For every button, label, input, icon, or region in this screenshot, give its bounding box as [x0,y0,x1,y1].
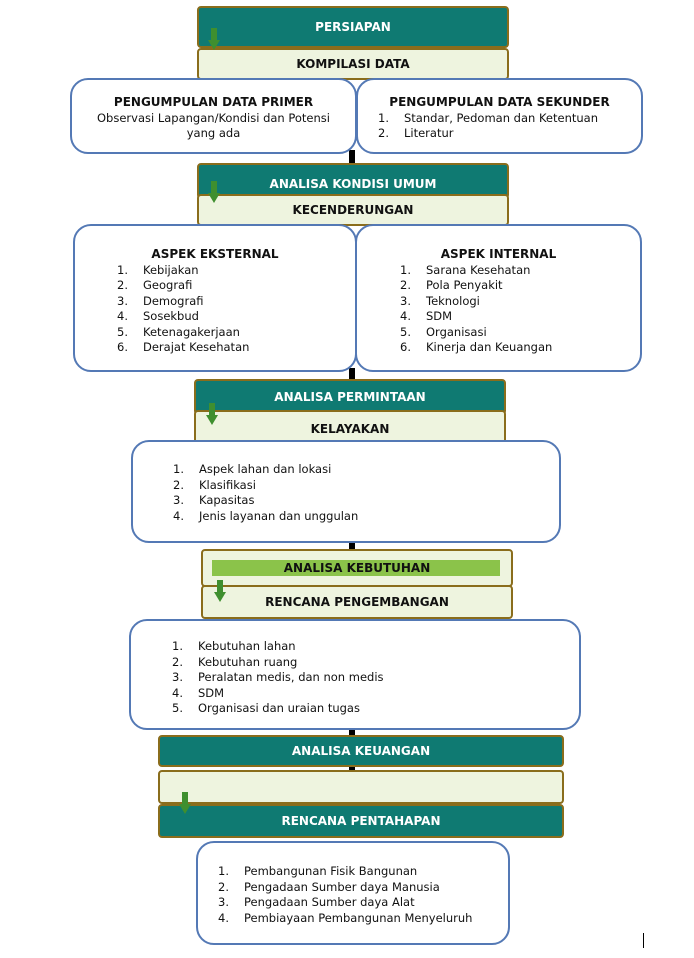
list-item: 1.Sarana Kesehatan [400,262,531,277]
list-item: 4.Pembiayaan Pembangunan Menyeluruh [218,910,473,925]
list-item: 1.Kebutuhan lahan [172,639,296,653]
flow-connector [349,538,355,554]
list-item: 3.Pengadaan Sumber daya Alat [218,895,415,909]
down-arrow-icon [179,792,191,814]
flow-connector [349,150,355,172]
down-arrow-icon [208,28,220,50]
list-item: 3.Kapasitas [173,493,255,507]
list-item: 4.SDM [172,685,225,700]
stage-title-analisa-permintaan: ANALISA PERMINTAAN [194,379,506,415]
flow-connector [349,762,355,774]
list-item: 3.Peralatan medis, dan non medis [172,670,384,684]
list-item: 2.Literatur [378,126,454,140]
sekunder-title: PENGUMPULAN DATA SEKUNDER [389,95,610,109]
stage-subtitle-rencana-pentahapan: RENCANA PENTAHAPAN [158,804,564,838]
rencana-pentahapan-box: 1.Pembangunan Fisik Bangunan 2.Pengadaan… [196,841,510,945]
list-item: 6.Derajat Kesehatan [117,340,250,354]
list-item: 5.Organisasi dan uraian tugas [172,701,360,715]
list-item: 4.SDM [400,309,453,323]
stage-subtitle-rencana-pengembangan: RENCANA PENGEMBANGAN [201,585,513,619]
primer-title: PENGUMPULAN DATA PRIMER [113,95,314,109]
aspek-eksternal-title: ASPEK EKSTERNAL [151,247,279,261]
sekunder-box: PENGUMPULAN DATA SEKUNDER 1.Standar, Ped… [356,78,643,154]
list-item: 5.Ketenagakerjaan [117,324,240,339]
stage-title-highlight [212,560,500,576]
flow-connector [349,368,355,384]
stage-title-analisa-kebutuhan: ANALISA KEBUTUHAN [283,561,431,575]
list-item: 1.Aspek lahan dan lokasi [173,462,332,476]
down-arrow-icon [214,580,226,602]
aspek-internal-box: ASPEK INTERNAL 1.Sarana Kesehatan 2.Pola… [355,224,642,372]
aspek-internal-title: ASPEK INTERNAL [440,247,557,261]
down-arrow-icon [206,403,218,425]
list-item: 6.Kinerja dan Keuangan [400,340,553,354]
list-item: 1.Pembangunan Fisik Bangunan [218,864,418,878]
list-item: 3.Demografi [117,293,204,308]
stage-subtitle-kompilasi-data: KOMPILASI DATA [197,48,509,80]
rencana-pengembangan-box: 1.Kebutuhan lahan 2.Kebutuhan ruang 3.Pe… [129,619,581,730]
kelayakan-box: 1.Aspek lahan dan lokasi 2.Klasifikasi 3… [131,440,561,543]
stage-title-analisa-keuangan: ANALISA KEUANGAN [158,735,564,767]
list-item: 5.Organisasi [400,324,487,339]
list-item: 3.Teknologi [400,293,480,308]
list-item: 2.Klasifikasi [173,477,256,492]
flow-connector [349,726,355,740]
list-item: 4.Sosekbud [117,309,199,323]
list-item: 2.Pengadaan Sumber daya Manusia [218,879,440,894]
list-item: 2.Kebutuhan ruang [172,654,298,669]
stage-blank-bar [158,770,564,804]
list-item: 4.Jenis layanan dan unggulan [173,508,359,523]
aspek-eksternal-box: ASPEK EKSTERNAL 1.Kebijakan 2.Geografi 3… [73,224,357,372]
list-item: 2.Geografi [117,278,193,292]
down-arrow-icon [208,181,220,203]
list-item: 2.Pola Penyakit [400,278,503,292]
stage-subtitle-kecenderungan: KECENDERUNGAN [197,194,509,226]
list-item: 1.Standar, Pedoman dan Ketentuan [378,110,599,125]
stage-title-persiapan: PERSIAPAN [197,6,509,48]
primer-text: Observasi Lapangan/Kondisi dan Potensi y… [97,110,330,141]
primer-box: PENGUMPULAN DATA PRIMER Observasi Lapang… [70,78,357,154]
list-item: 1.Kebijakan [117,262,199,277]
text-cursor [643,933,644,948]
